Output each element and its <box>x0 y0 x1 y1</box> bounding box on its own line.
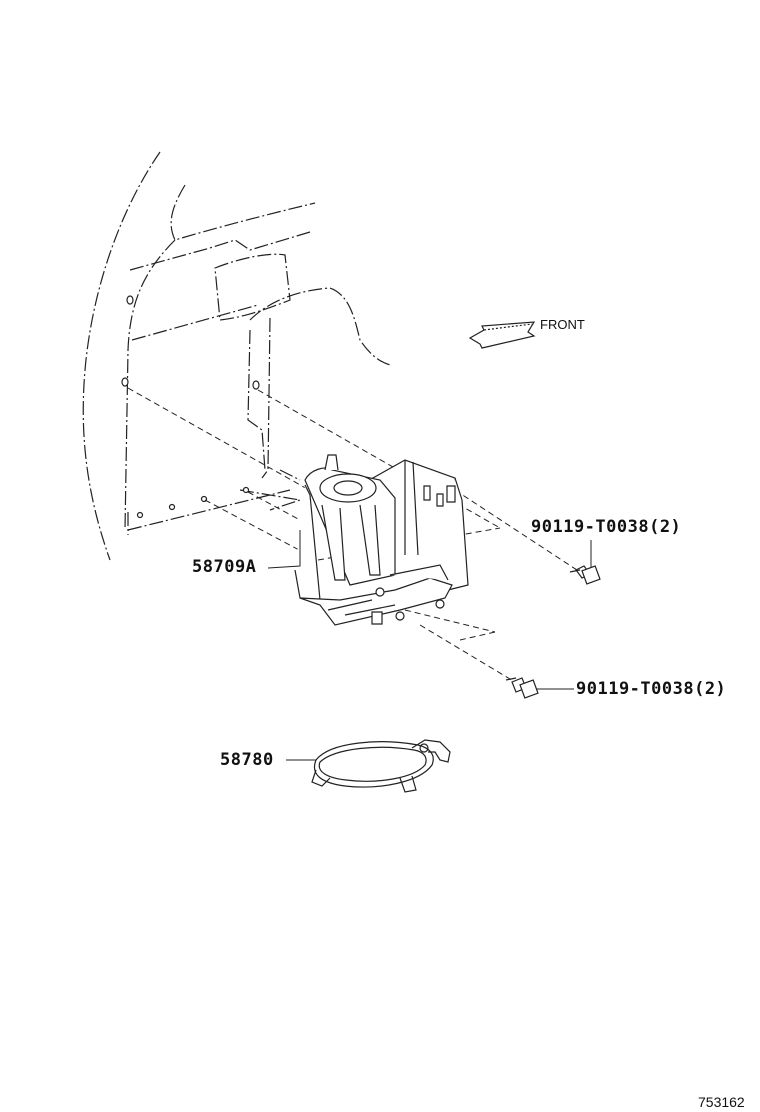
leader-lines <box>268 530 591 760</box>
bolt-upper <box>570 566 600 584</box>
part-number-bolt-lower[interactable]: 90119-T0038(2) <box>576 679 727 699</box>
part-number-clamp[interactable]: 58780 <box>220 750 274 770</box>
battery-bracket <box>295 455 468 625</box>
battery-clamp <box>312 740 450 792</box>
bolt-lower <box>506 678 538 698</box>
part-number-bracket[interactable]: 58709A <box>192 557 257 577</box>
front-direction-label: FRONT <box>540 317 585 332</box>
figure-number: 753162 <box>698 1094 745 1110</box>
body-mounting-holes <box>122 296 259 518</box>
part-number-bolt-upper[interactable]: 90119-T0038(2) <box>531 517 682 537</box>
vehicle-body-outline <box>83 152 390 560</box>
front-arrow-icon <box>470 322 534 348</box>
